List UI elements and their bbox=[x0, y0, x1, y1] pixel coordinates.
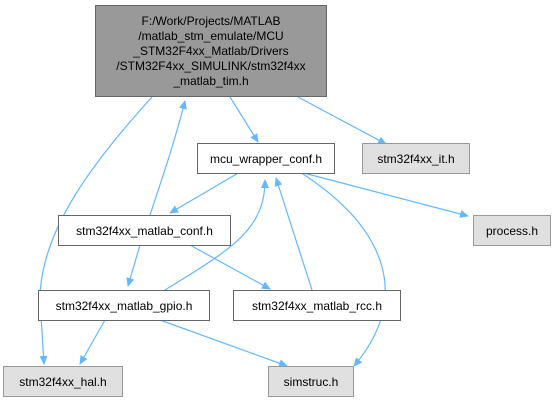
edge-matlab-conf-to-root bbox=[149, 100, 187, 216]
node-stm32f4xx-it: stm32f4xx_it.h bbox=[362, 143, 470, 174]
node-label: stm32f4xx_it.h bbox=[377, 151, 455, 166]
node-root-stm32f4xx-matlab-tim: F:/Work/Projects/MATLAB /matlab_stm_emul… bbox=[95, 5, 327, 97]
root-label-line-5: _matlab_tim.h bbox=[173, 73, 249, 88]
node-stm32f4xx-matlab-conf[interactable]: stm32f4xx_matlab_conf.h bbox=[58, 215, 231, 246]
edge-root-to-stm32f4xx-it bbox=[297, 96, 387, 145]
node-label: process.h bbox=[485, 223, 539, 238]
node-label: mcu_wrapper_conf.h bbox=[209, 151, 323, 166]
edge-gpio-to-hal bbox=[79, 319, 106, 365]
root-label-line-4: /STM32F4xx_SIMULINK/stm32f4xx bbox=[116, 58, 306, 73]
node-label: simstruc.h bbox=[283, 374, 339, 389]
edge-gpio-to-simstruc bbox=[159, 319, 288, 368]
root-label-line-1: F:/Work/Projects/MATLAB bbox=[141, 13, 281, 28]
node-mcu-wrapper-conf[interactable]: mcu_wrapper_conf.h bbox=[197, 143, 335, 174]
node-label: stm32f4xx_hal.h bbox=[19, 374, 107, 389]
root-label-line-3: _STM32F4xx_Matlab/Drivers bbox=[133, 43, 289, 58]
root-label-line-2: /matlab_stm_emulate/MCU bbox=[138, 28, 284, 43]
node-label: stm32f4xx_matlab_conf.h bbox=[76, 223, 213, 238]
edge-mcu-wrapper-conf-to-simstruc bbox=[299, 171, 386, 367]
node-label: stm32f4xx_matlab_rcc.h bbox=[251, 298, 383, 313]
node-stm32f4xx-hal: stm32f4xx_hal.h bbox=[3, 366, 123, 397]
edge-matlab-conf-to-rcc bbox=[189, 244, 271, 290]
edge-mcu-wrapper-conf-to-matlab-conf bbox=[169, 171, 241, 214]
edge-gpio-to-mcu-wrapper-conf bbox=[164, 179, 269, 291]
node-process: process.h bbox=[473, 215, 551, 246]
edge-matlab-conf-to-gpio bbox=[126, 244, 141, 287]
edge-root-to-mcu-wrapper-conf bbox=[229, 96, 259, 143]
edge-rcc-to-mcu-wrapper-conf bbox=[274, 177, 313, 291]
node-simstruc: simstruc.h bbox=[268, 366, 354, 397]
edge-mcu-wrapper-conf-to-process bbox=[299, 171, 469, 218]
node-label: stm32f4xx_matlab_gpio.h bbox=[55, 298, 193, 313]
edge-root-to-stm32f4xx-hal bbox=[39, 96, 153, 365]
node-stm32f4xx-matlab-rcc[interactable]: stm32f4xx_matlab_rcc.h bbox=[233, 290, 401, 321]
node-stm32f4xx-matlab-gpio[interactable]: stm32f4xx_matlab_gpio.h bbox=[38, 290, 210, 321]
